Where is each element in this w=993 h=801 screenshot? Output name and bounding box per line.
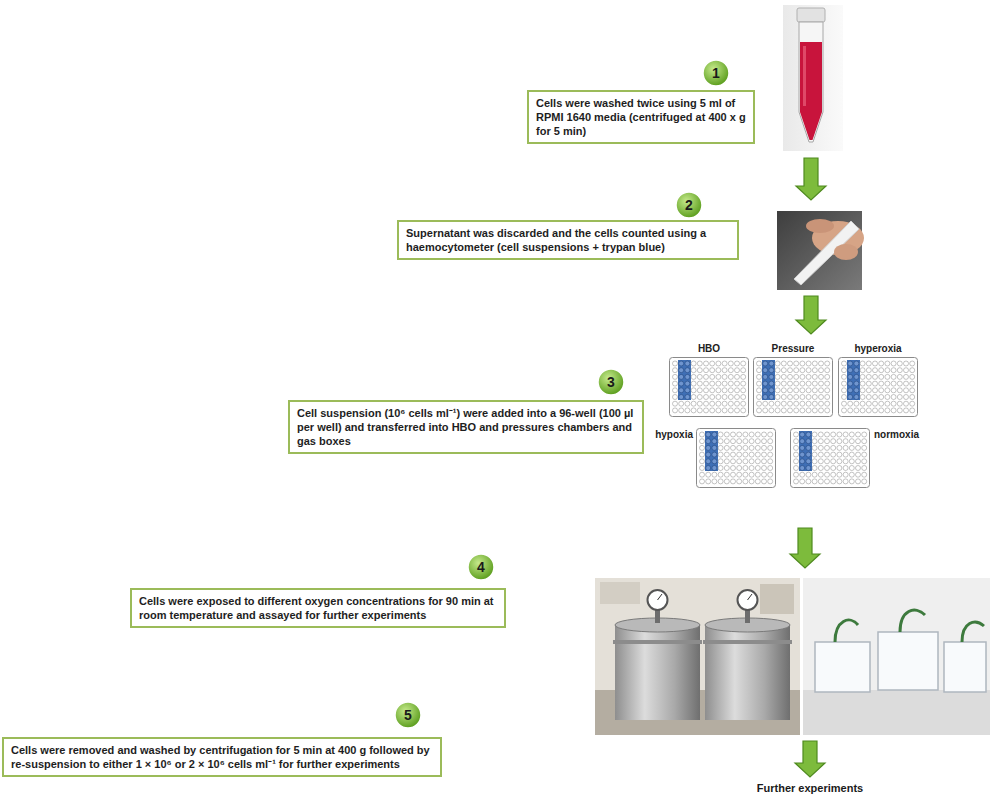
process-box: Cells were washed twice using 5 ml of RP… bbox=[527, 90, 755, 144]
well-plate bbox=[790, 428, 870, 488]
plate-node: Pressure bbox=[753, 357, 833, 417]
pipette-photo bbox=[777, 211, 864, 290]
plate-label: Pressure bbox=[753, 343, 833, 355]
plate-label: normoxia bbox=[874, 429, 919, 441]
well-plate bbox=[753, 357, 833, 417]
flow-arrows bbox=[790, 158, 826, 777]
plate-label: hypoxia bbox=[655, 429, 693, 441]
step-text: Cells were exposed to different oxygen c… bbox=[139, 594, 497, 622]
callout-number: 1 bbox=[703, 60, 729, 86]
process-box: Cells were exposed to different oxygen c… bbox=[130, 588, 506, 628]
plate-node: hypoxia bbox=[696, 428, 776, 488]
plate-node: HBO bbox=[669, 357, 749, 417]
well-plate bbox=[669, 357, 749, 417]
plate-node: hyperoxia bbox=[838, 357, 918, 417]
process-box: Cell suspension (10⁶ cells ml⁻¹) were ad… bbox=[288, 400, 644, 454]
well-plate bbox=[696, 428, 776, 488]
step-text: Cell suspension (10⁶ cells ml⁻¹) were ad… bbox=[297, 406, 635, 448]
hbo-chamber-photo bbox=[595, 578, 800, 735]
well-plate bbox=[838, 357, 918, 417]
step-text: Cells were washed twice using 5 ml of RP… bbox=[536, 96, 746, 138]
plate-node: normoxia bbox=[790, 428, 870, 488]
callout-number: 4 bbox=[468, 554, 494, 580]
process-box: Supernatant was discarded and the cells … bbox=[397, 220, 739, 260]
gas-box-photo bbox=[803, 578, 990, 735]
plate-label: hyperoxia bbox=[838, 343, 918, 355]
tube-photo bbox=[783, 5, 843, 151]
callout-number: 3 bbox=[598, 369, 624, 395]
plate-label: HBO bbox=[669, 343, 749, 355]
callout-number: 5 bbox=[395, 702, 421, 728]
step-text: Cells were removed and washed by centrif… bbox=[11, 743, 433, 771]
callout-number: 2 bbox=[676, 192, 702, 218]
process-box: Cells were removed and washed by centrif… bbox=[2, 737, 442, 777]
footer-label: Further experiments bbox=[700, 781, 920, 795]
step-text: Supernatant was discarded and the cells … bbox=[406, 226, 730, 254]
